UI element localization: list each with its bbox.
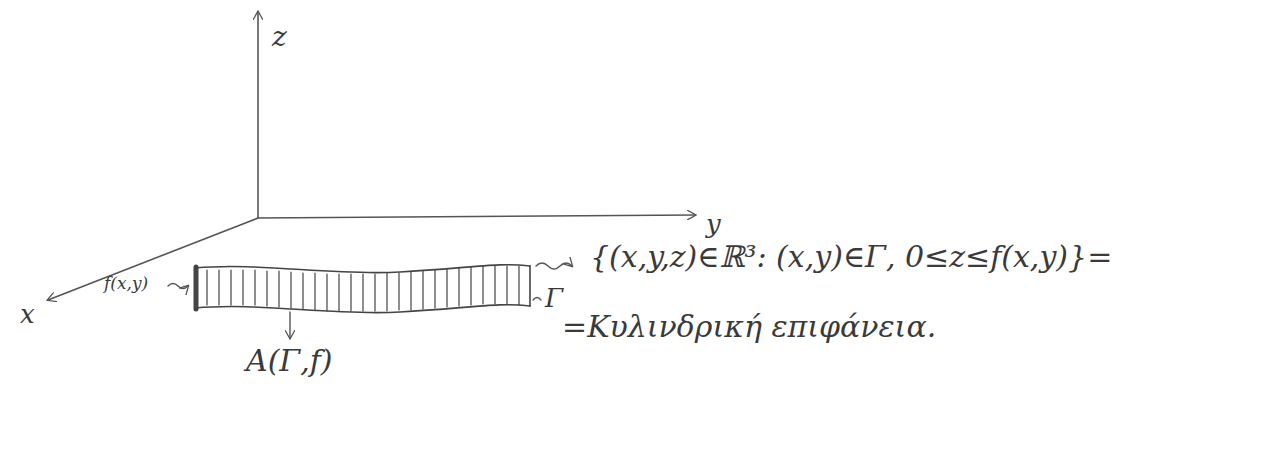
set-definition: {(x,y,z)∈ℝ³: (x,y)∈Γ, 0≤z≤f(x,y)}= [590, 240, 1112, 273]
y-axis [258, 215, 695, 218]
leader-arrow [168, 284, 188, 289]
cylindrical-surface [195, 265, 530, 313]
leader-arrow [289, 312, 290, 338]
function-label: f(x,y) [104, 274, 148, 293]
axis-label: z [272, 22, 287, 53]
curve-label: Γ [545, 284, 563, 313]
leader-squiggle [533, 298, 541, 301]
surface-area-label: A(Γ,f) [246, 344, 333, 377]
x-axis [48, 218, 258, 300]
definition-text: =Κυλινδρική επιφάνεια. [562, 310, 936, 343]
z-axis [257, 12, 259, 218]
axis-label: y [706, 210, 721, 239]
axis-label: x [20, 300, 35, 329]
leader-arrow [536, 263, 572, 269]
